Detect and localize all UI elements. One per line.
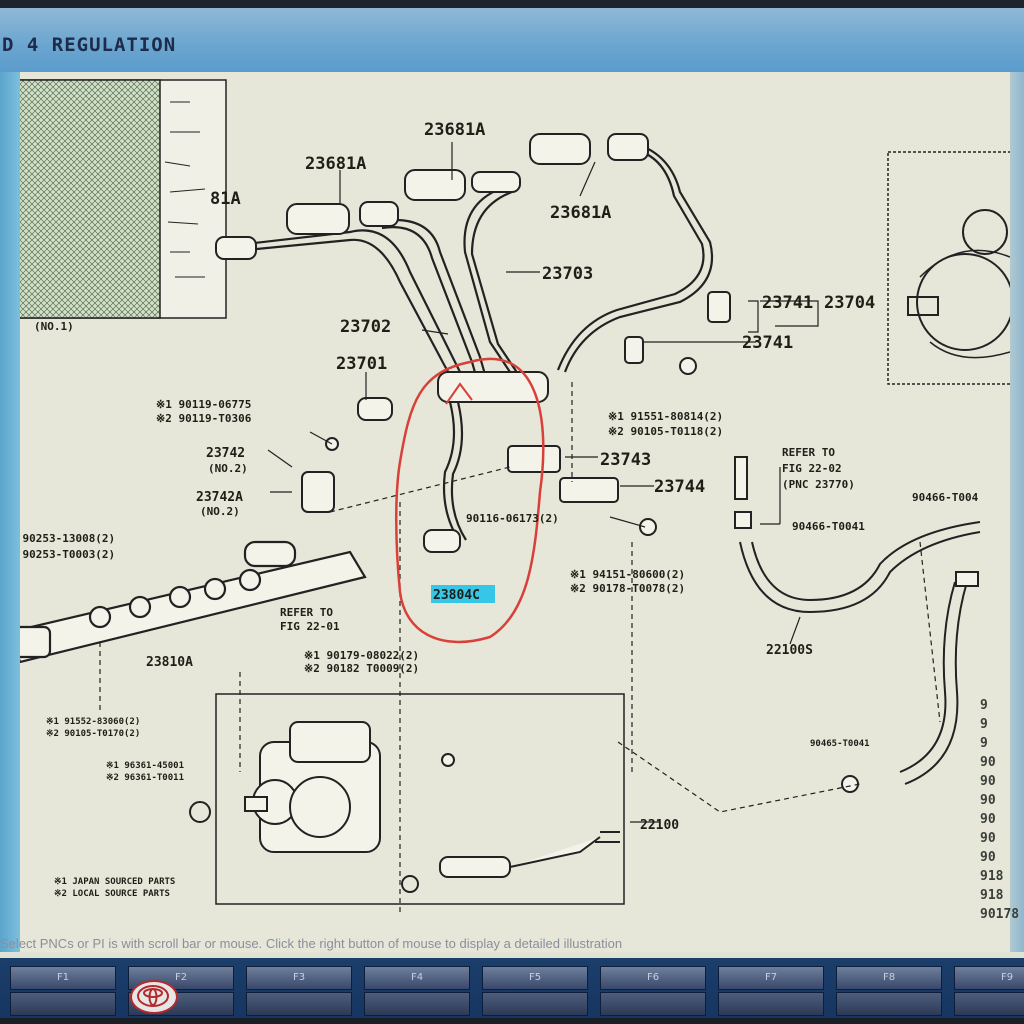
common-rail[interactable] xyxy=(20,540,367,664)
label-23701[interactable]: 23701 xyxy=(336,354,387,374)
bolt-91551-a[interactable]: ※1 91551-80814(2) xyxy=(608,410,723,423)
bolt-90253-a[interactable]: ※1 90253-13008(2) xyxy=(20,532,115,545)
function-key-f4[interactable]: F4 xyxy=(364,966,470,990)
label-23810A[interactable]: 23810A xyxy=(146,655,193,670)
function-key-lower[interactable] xyxy=(718,992,824,1016)
solid-leaders xyxy=(267,142,819,823)
refer-fig-22-02-c[interactable]: (PNC 23770) xyxy=(782,478,855,491)
label-23804C[interactable]: 23804C xyxy=(433,588,480,603)
side-number-item[interactable]: 90178 xyxy=(980,907,1020,922)
highlight-circle xyxy=(395,357,545,644)
injection-pipes[interactable] xyxy=(219,140,714,543)
status-bar-text: Select PNCs or PI is with scroll bar or … xyxy=(0,936,623,951)
legend-japan-sourced: ※1 JAPAN SOURCED PARTS xyxy=(54,877,175,887)
function-key-lower[interactable] xyxy=(836,992,942,1016)
refer-fig-22-02-b[interactable]: FIG 22-02 xyxy=(782,462,842,475)
leader-lines xyxy=(99,382,941,912)
supply-pump-box[interactable] xyxy=(189,693,625,905)
label-23681A-top[interactable]: 23681A xyxy=(424,120,485,140)
label-23743[interactable]: 23743 xyxy=(600,450,651,470)
red-arrow-icon xyxy=(445,382,473,405)
label-23742[interactable]: 23742 xyxy=(206,446,245,461)
label-22100[interactable]: 22100 xyxy=(640,818,679,833)
function-key-f1[interactable]: F1 xyxy=(10,966,116,990)
toyota-logo-icon xyxy=(130,980,178,1014)
bolt-90119-a[interactable]: ※1 90119-06775 xyxy=(156,398,251,411)
function-key-f6[interactable]: F6 xyxy=(600,966,706,990)
monitor-display: D 4 REGULATION (NO.1 xyxy=(0,8,1024,1018)
overview-map[interactable]: (NO.1) xyxy=(20,79,227,333)
refer-fig-22-01-a[interactable]: REFER TO xyxy=(280,606,333,619)
function-key-lower[interactable] xyxy=(364,992,470,1016)
function-key-lower[interactable] xyxy=(10,992,116,1016)
bolt-90116[interactable]: 90116-06173(2) xyxy=(466,512,559,525)
bolt-94151-a[interactable]: ※1 94151-80600(2) xyxy=(570,568,685,581)
bolt-91552-a[interactable]: ※1 91552-83060(2) xyxy=(46,717,140,727)
clamps-brackets[interactable] xyxy=(301,291,752,536)
parts-illustration-page[interactable]: (NO.1) xyxy=(20,72,1010,952)
side-number-item[interactable]: 918 xyxy=(980,888,1004,903)
side-number-item[interactable]: 90 xyxy=(980,774,996,789)
selected-label-highlight xyxy=(431,585,495,603)
side-number-item[interactable]: 9 xyxy=(980,698,988,713)
overview-label-no1: (NO.1) xyxy=(34,320,74,333)
parts-diagram[interactable]: (NO.1) xyxy=(20,72,1010,952)
label-23742A-sub: (NO.2) xyxy=(200,505,240,518)
bolt-90179-b[interactable]: ※2 90182 T0009(2) xyxy=(304,662,419,675)
label-23741-b[interactable]: 23741 xyxy=(742,333,793,353)
bolt-91552-b[interactable]: ※2 90105-T0170(2) xyxy=(46,729,140,739)
part-96361-a[interactable]: ※1 96361-45001 xyxy=(106,761,184,771)
label-23702[interactable]: 23702 xyxy=(340,317,391,337)
function-key-f3[interactable]: F3 xyxy=(246,966,352,990)
bolt-90253-b[interactable]: ※2 90253-T0003(2) xyxy=(20,548,115,561)
part-96361-b[interactable]: ※2 96361-T0011 xyxy=(106,773,184,783)
label-23681A-left[interactable]: 23681A xyxy=(305,154,366,174)
function-key-f7[interactable]: F7 xyxy=(718,966,824,990)
function-key-f9[interactable]: F9 xyxy=(954,966,1024,990)
legend-local-source: ※2 LOCAL SOURCE PARTS xyxy=(54,889,170,899)
pipe-fittings[interactable] xyxy=(215,133,649,553)
label-23704[interactable]: 23704 xyxy=(824,293,875,313)
function-key-f8[interactable]: F8 xyxy=(836,966,942,990)
label-22100S[interactable]: 22100S xyxy=(766,643,813,658)
label-23742A[interactable]: 23742A xyxy=(196,490,243,505)
title-bar: D 4 REGULATION xyxy=(0,8,1024,72)
side-number-item[interactable]: 9 xyxy=(980,736,988,751)
function-key-f5[interactable]: F5 xyxy=(482,966,588,990)
refer-fig-22-01-b[interactable]: FIG 22-01 xyxy=(280,620,340,633)
side-number-item[interactable]: 90 xyxy=(980,793,996,808)
label-23744[interactable]: 23744 xyxy=(654,477,705,497)
window-title: D 4 REGULATION xyxy=(2,34,177,56)
bolt-90119-b[interactable]: ※2 90119-T0306 xyxy=(156,412,252,425)
label-23681A-right[interactable]: 23681A xyxy=(550,203,611,223)
function-key-lower[interactable] xyxy=(954,992,1024,1016)
label-23703[interactable]: 23703 xyxy=(542,264,593,284)
part-90466-b[interactable]: 90466-T0041 xyxy=(792,520,865,533)
bolt-91551-b[interactable]: ※2 90105-T0118(2) xyxy=(608,425,723,438)
label-81A[interactable]: 81A xyxy=(210,189,241,209)
side-number-item[interactable]: 90 xyxy=(980,850,996,865)
side-number-item[interactable]: 90 xyxy=(980,755,996,770)
side-number-item[interactable]: 9 xyxy=(980,717,988,732)
side-number-item[interactable]: 90 xyxy=(980,831,996,846)
label-23742-sub: (NO.2) xyxy=(208,462,248,475)
label-23741-a[interactable]: 23741 xyxy=(762,293,813,313)
side-number-list[interactable]: 9 9 9 90 90 90 90 90 90 918 918 90178 xyxy=(980,698,1019,926)
refer-fig-22-02-a[interactable]: REFER TO xyxy=(782,446,835,459)
part-90465[interactable]: 90465-T0041 xyxy=(810,739,870,749)
side-number-item[interactable]: 90 xyxy=(980,812,996,827)
function-key-lower[interactable] xyxy=(482,992,588,1016)
return-hose[interactable] xyxy=(739,521,981,793)
function-key-lower[interactable] xyxy=(600,992,706,1016)
bolt-94151-b[interactable]: ※2 90178-T0078(2) xyxy=(570,582,685,595)
bolt-90179-a[interactable]: ※1 90179-08022(2) xyxy=(304,649,419,662)
side-number-item[interactable]: 918 xyxy=(980,869,1004,884)
pump-detail-panel[interactable] xyxy=(887,151,1010,385)
part-90466-a[interactable]: 90466-T004 xyxy=(912,491,979,504)
function-key-lower[interactable] xyxy=(246,992,352,1016)
